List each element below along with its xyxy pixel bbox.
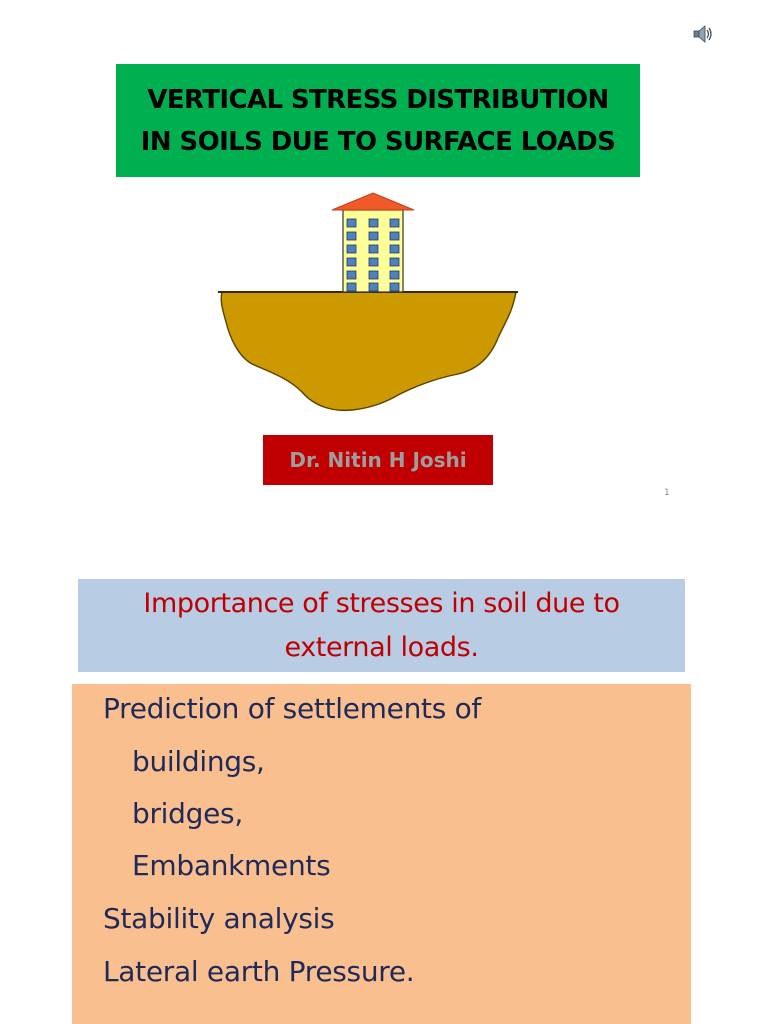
list-item: Embankments bbox=[132, 849, 331, 882]
list-item: bridges, bbox=[132, 797, 243, 830]
list-item: Stability analysis bbox=[103, 902, 335, 935]
title-line-1: VERTICAL STRESS DISTRIBUTION bbox=[147, 84, 609, 115]
title-box: VERTICAL STRESS DISTRIBUTION IN SOILS DU… bbox=[116, 64, 640, 177]
building-windows bbox=[346, 218, 400, 292]
section-heading-box: Importance of stresses in soil due to ex… bbox=[78, 579, 685, 672]
section-heading-line-1: Importance of stresses in soil due to bbox=[143, 587, 620, 619]
author-name: Dr. Nitin H Joshi bbox=[289, 448, 467, 472]
building-on-soil-illustration bbox=[218, 192, 518, 412]
list-item: buildings, bbox=[132, 745, 265, 778]
list-item: Prediction of settlements of bbox=[103, 692, 481, 725]
speaker-icon[interactable] bbox=[692, 24, 714, 44]
building bbox=[331, 192, 415, 293]
page-number: 1 bbox=[664, 488, 670, 498]
title-line-2: IN SOILS DUE TO SURFACE LOADS bbox=[140, 126, 616, 157]
importance-list: Prediction of settlements of buildings, … bbox=[72, 684, 691, 1024]
list-item: Lateral earth Pressure. bbox=[103, 955, 415, 988]
soil-mass bbox=[218, 291, 518, 412]
section-heading-line-2: external loads. bbox=[284, 631, 479, 663]
author-box: Dr. Nitin H Joshi bbox=[263, 435, 493, 485]
